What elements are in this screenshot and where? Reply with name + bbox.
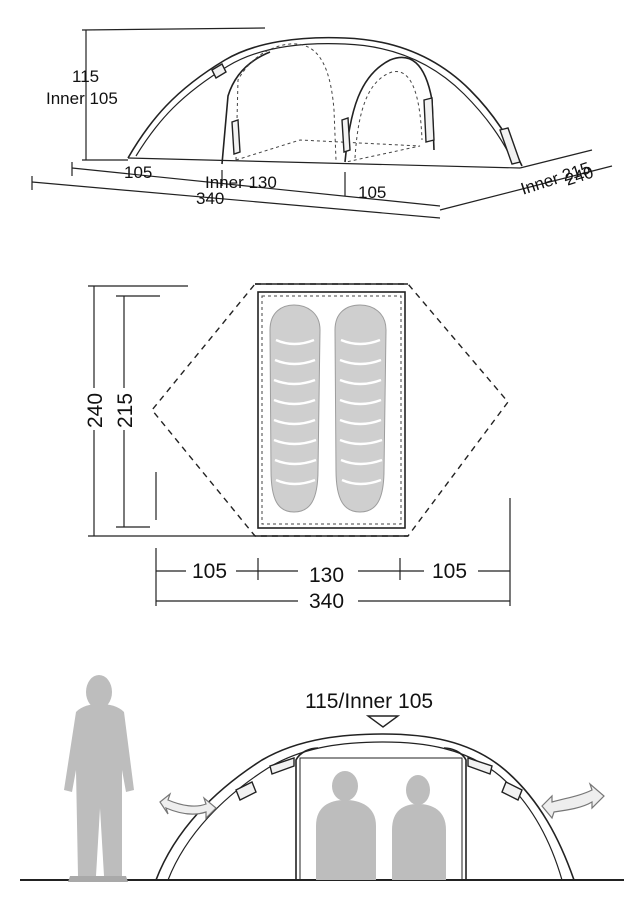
- perspective-height-label: 115: [72, 67, 99, 86]
- perspective-total-length-label: 340: [196, 189, 224, 208]
- perspective-left-vestibule-label: 105: [124, 163, 152, 182]
- floor-plan-inner-tent: [257, 291, 406, 529]
- tent-flap-right: [501, 781, 523, 801]
- perspective-inner-wall-left: [235, 43, 337, 161]
- tent-flap-left: [235, 781, 257, 801]
- person-standing-icon: [64, 675, 134, 882]
- perspective-sleeve-end: [499, 127, 521, 165]
- floor-plan-total-length-label: 340: [309, 590, 344, 613]
- perspective-sleeve-right: [341, 117, 351, 153]
- floor-plan-flysheet-outline: [151, 283, 509, 537]
- perspective-flysheet: [127, 36, 523, 167]
- perspective-inner-door: [354, 71, 423, 159]
- perspective-length-line-1: [71, 167, 441, 207]
- perspective-right-vestibule-label: 105: [358, 183, 386, 202]
- tent-inner-cabin: [299, 757, 463, 881]
- double-arrow-icon: [541, 782, 605, 820]
- double-arrow-icon: [159, 792, 217, 820]
- tent-profile-pole-left: [295, 747, 319, 880]
- floor-plan-right-vestibule-label: 105: [432, 560, 467, 583]
- floor-plan: 240 215 105 130 105 340: [84, 283, 511, 614]
- perspective-length-line-2: [31, 181, 441, 219]
- perspective-width-line-2: [439, 165, 613, 211]
- perspective-height-top: [81, 27, 266, 31]
- perspective-inner-floor: [235, 139, 421, 163]
- perspective-inner-height-label: Inner 105: [46, 89, 118, 108]
- perspective-flysheet-inner-edge: [135, 43, 515, 165]
- tent-profile-pole-right: [443, 747, 467, 880]
- tent-profile-inner: [167, 741, 563, 881]
- perspective-sleeve-left: [211, 63, 227, 79]
- perspective-back-pole: [344, 56, 435, 163]
- floor-plan-inner-width-label: 215: [114, 393, 137, 428]
- perspective-view: 115 Inner 105 105 Inner 130 105 340 Inne…: [31, 27, 613, 219]
- side-view: 115/Inner 105: [20, 675, 624, 882]
- floor-plan-inner-length-label: 130: [309, 564, 344, 587]
- side-view-height-label: 115/Inner 105: [305, 690, 433, 713]
- tent-vent-right: [467, 757, 493, 775]
- perspective-inner-length-label: Inner 130: [205, 173, 277, 192]
- sleeping-bag-icon: [334, 304, 387, 513]
- perspective-width-line-1: [519, 149, 593, 169]
- floor-plan-left-vestibule-label: 105: [192, 560, 227, 583]
- perspective-sleeve-far: [423, 97, 435, 143]
- floor-plan-inner-tent-dashed: [261, 295, 402, 525]
- sleeping-bag-icon: [269, 304, 321, 513]
- people-seated-icon: [316, 771, 446, 880]
- perspective-sleeve-mid: [231, 119, 241, 155]
- perspective-front-pole: [221, 51, 271, 165]
- height-marker-icon: [365, 715, 401, 728]
- perspective-ground-outline: [127, 157, 521, 169]
- tent-vent-left: [269, 757, 295, 775]
- tent-profile-outer: [155, 733, 575, 881]
- floor-plan-total-width-label: 240: [84, 393, 107, 428]
